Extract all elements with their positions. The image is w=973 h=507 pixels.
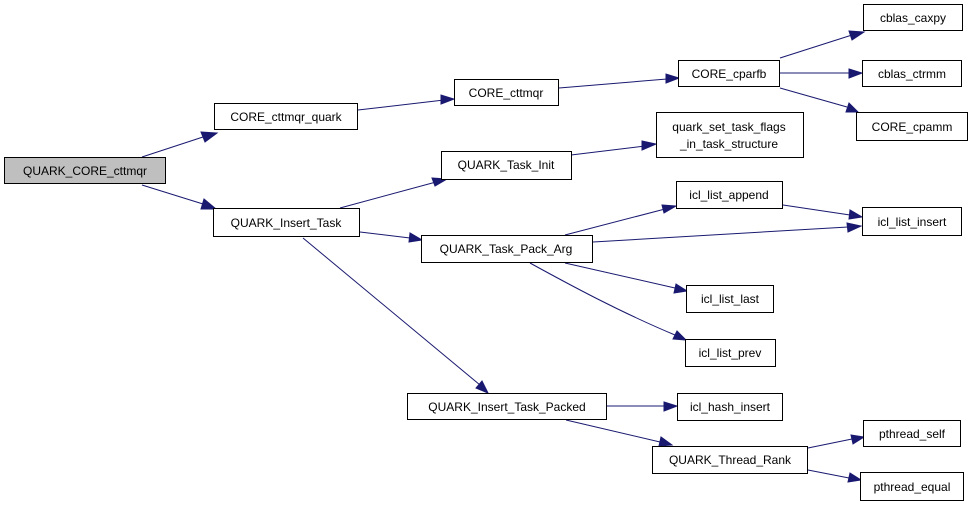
edge-quark-task-pack-arg-to-icl-list-prev [529,262,688,341]
edge-quark-insert-task-to-quark-insert-task-packed [302,237,490,394]
node-label: cblas_ctrmm [878,67,946,81]
edge-quark-insert-task-to-quark-task-pack-arg [359,231,424,243]
node-quark-insert-task[interactable]: QUARK_Insert_Task [213,208,360,237]
node-icl-hash-insert[interactable]: icl_hash_insert [677,393,783,421]
node-label: QUARK_Task_Pack_Arg [440,242,573,256]
node-label: QUARK_CORE_cttmqr [23,164,147,178]
edge-root-to-quark-insert-task [141,184,218,210]
edge-core-cparfb-to-cblas-caxpy [779,30,866,59]
edge-icl-list-append-to-icl-list-insert [782,204,864,220]
node-icl-list-last[interactable]: icl_list_last [686,285,774,313]
node-core-cparfb[interactable]: CORE_cparfb [678,60,780,87]
node-label: CORE_cttmqr_quark [230,110,342,124]
edge-quark-task-init-to-quark-set-task-flags [570,140,658,156]
node-label-line-2: _in_task_structure [679,137,778,151]
node-label: QUARK_Task_Init [458,158,555,172]
edge-quark-task-pack-arg-to-icl-list-append [564,204,678,236]
node-label: CORE_cpamm [872,120,953,134]
node-label: QUARK_Thread_Rank [669,453,792,467]
node-quark-core-cttmqr[interactable]: QUARK_CORE_cttmqr [4,157,166,184]
node-label: cblas_caxpy [880,11,946,25]
node-core-cttmqr-quark[interactable]: CORE_cttmqr_quark [214,103,358,130]
node-label: CORE_cttmqr [469,86,544,100]
edge-quark-thread-rank-to-pthread-equal [807,469,863,483]
edge-quark-task-pack-arg-to-icl-list-insert [592,222,863,243]
edge-quark-thread-rank-to-pthread-self [807,434,866,449]
node-label: icl_list_prev [699,346,762,360]
node-quark-task-pack-arg[interactable]: QUARK_Task_Pack_Arg [421,235,593,263]
node-icl-list-append[interactable]: icl_list_append [676,181,783,209]
edge-core-cttmqr-quark-to-core-cttmqr [357,94,456,111]
node-cblas-caxpy[interactable]: cblas_caxpy [863,4,963,31]
edge-core-cparfb-to-cblas-ctrmm [780,68,864,79]
node-icl-list-prev[interactable]: icl_list_prev [685,339,776,367]
node-label: CORE_cparfb [692,67,767,81]
node-label-line-1: quark_set_task_flags [672,120,785,134]
node-quark-thread-rank[interactable]: QUARK_Thread_Rank [652,446,808,474]
edge-core-cparfb-to-core-cpamm [779,87,860,113]
node-label: icl_list_insert [878,215,947,229]
node-label: pthread_self [879,427,946,441]
edge-root-to-core-cttmqr-quark [141,131,219,158]
node-quark-task-init[interactable]: QUARK_Task_Init [441,151,572,180]
node-cblas-ctrmm[interactable]: cblas_ctrmm [862,60,962,87]
node-quark-insert-task-packed[interactable]: QUARK_Insert_Task_Packed [407,393,607,420]
node-core-cttmqr[interactable]: CORE_cttmqr [454,79,559,106]
node-label: QUARK_Insert_Task [231,216,343,230]
edge-quark-insert-task-packed-to-quark-thread-rank [565,419,674,447]
edge-quark-insert-task-packed-to-icl-hash-insert [607,401,679,412]
edge-core-cttmqr-to-core-cparfb [558,73,681,89]
edge-quark-task-pack-arg-to-icl-list-last [564,262,689,294]
node-core-cpamm[interactable]: CORE_cpamm [856,112,968,141]
node-quark-set-task-flags-in-task-structure[interactable]: quark_set_task_flags _in_task_structure [656,112,804,158]
node-label: QUARK_Insert_Task_Packed [428,400,585,414]
node-label: pthread_equal [874,480,951,494]
node-label: icl_list_last [701,292,760,306]
edge-quark-insert-task-to-quark-task-init [339,177,449,209]
node-pthread-equal[interactable]: pthread_equal [860,472,964,501]
node-label: icl_hash_insert [690,400,771,414]
node-label: icl_list_append [689,188,768,202]
node-icl-list-insert[interactable]: icl_list_insert [862,207,962,236]
node-pthread-self[interactable]: pthread_self [863,420,961,447]
